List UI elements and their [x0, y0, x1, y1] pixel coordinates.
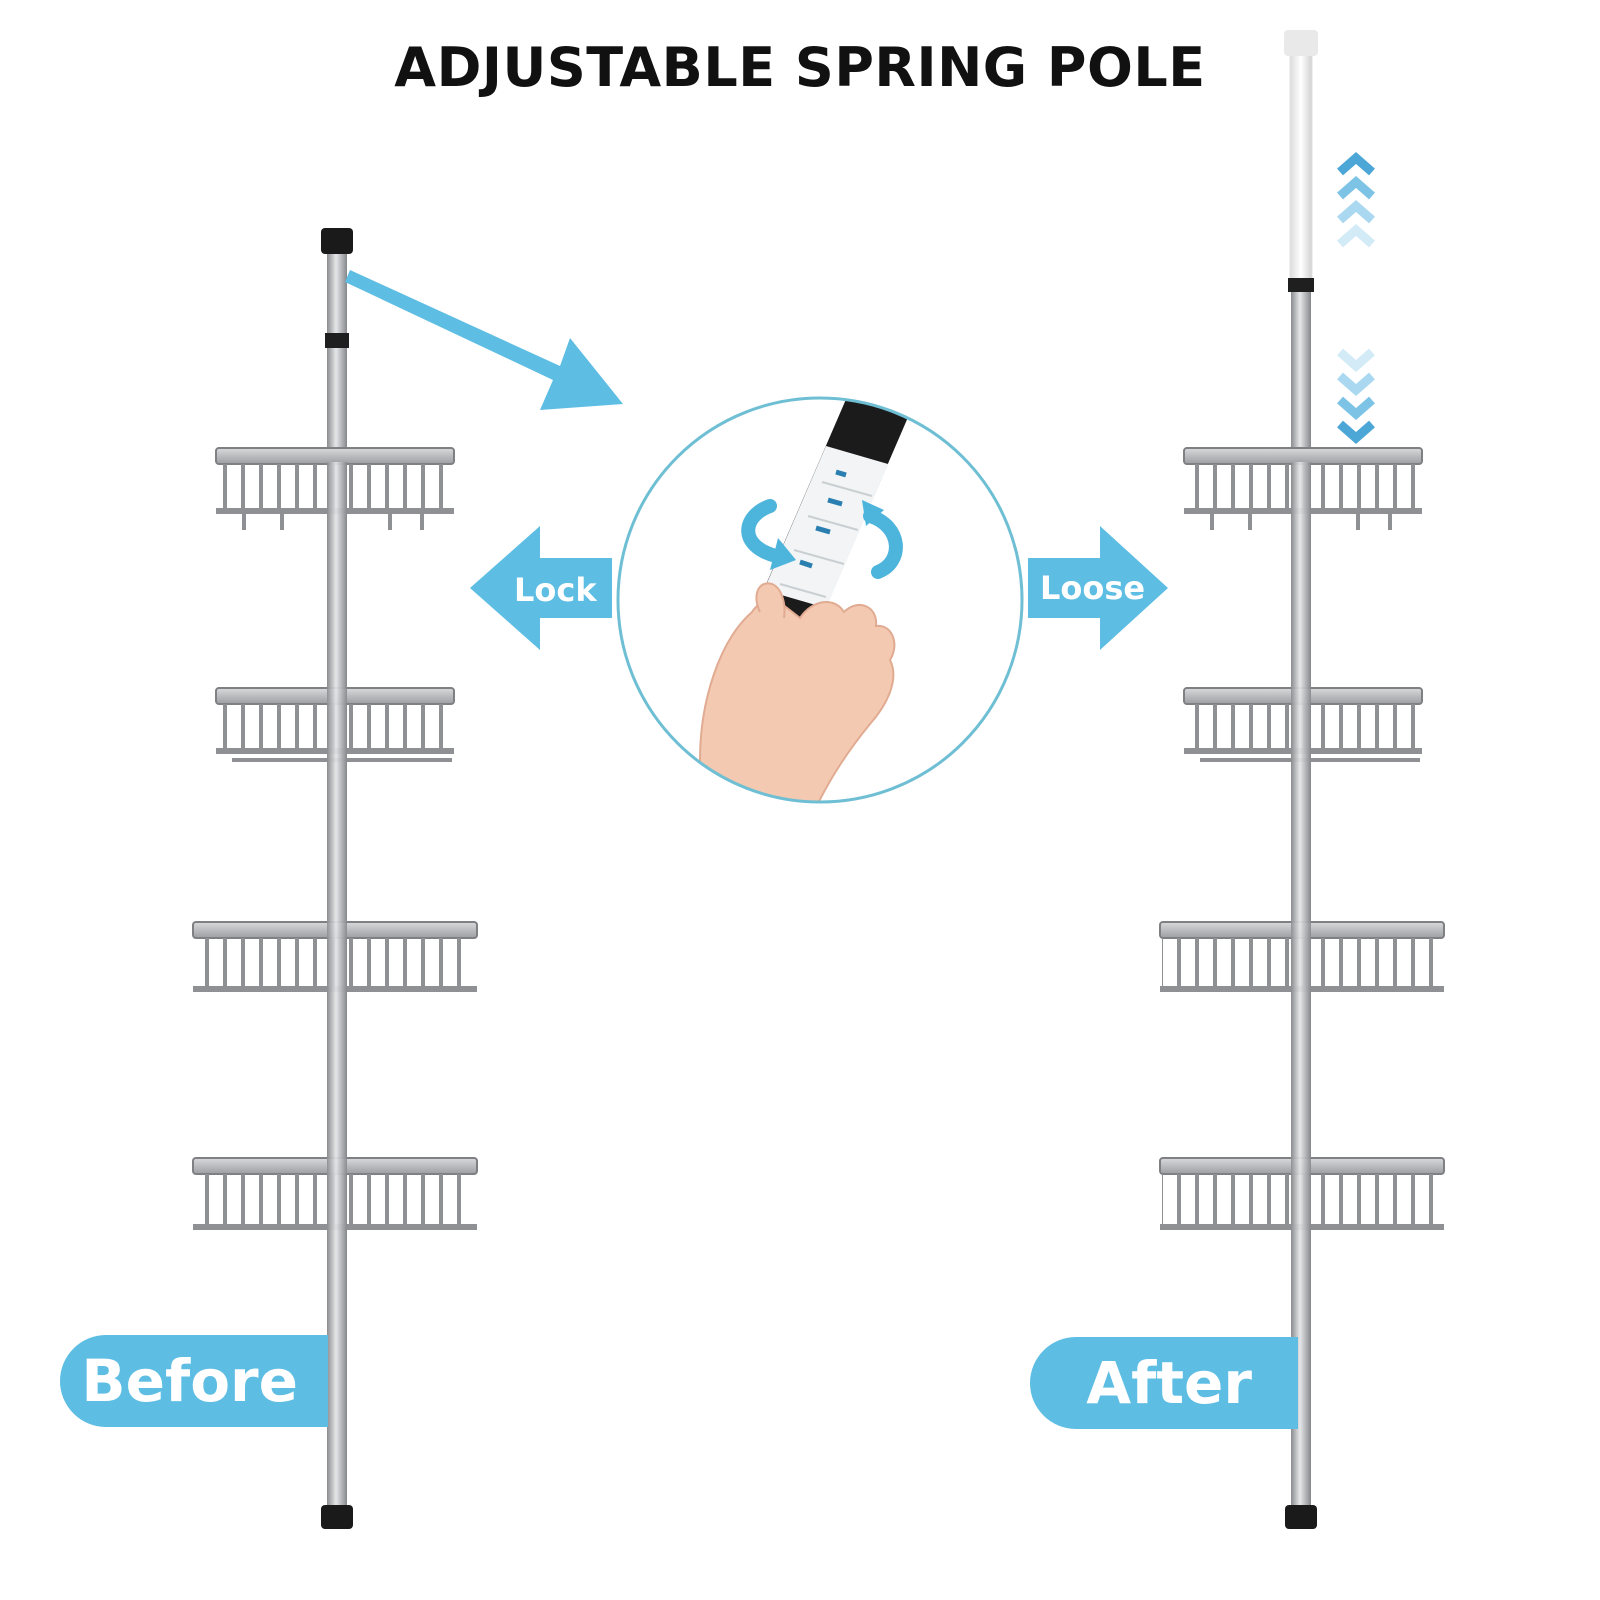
lock-arrow: [470, 526, 612, 650]
before-rack: [192, 228, 478, 1529]
chevron-up-icon: [1337, 152, 1375, 248]
lock-label: Lock: [514, 571, 597, 609]
page-title: ADJUSTABLE SPRING POLE: [394, 36, 1206, 99]
direction-arrow-icon: [345, 270, 623, 410]
loose-label: Loose: [1040, 569, 1146, 607]
chevron-down-icon: [1337, 348, 1375, 444]
before-badge: Before: [60, 1335, 328, 1427]
before-basket-3: [192, 921, 478, 992]
after-badge: After: [1030, 1337, 1298, 1429]
loose-arrow: [1028, 526, 1168, 650]
rotate-arrows-icon: [741, 499, 903, 579]
detail-circle: [616, 396, 1024, 804]
after-rack: [1159, 30, 1445, 1529]
